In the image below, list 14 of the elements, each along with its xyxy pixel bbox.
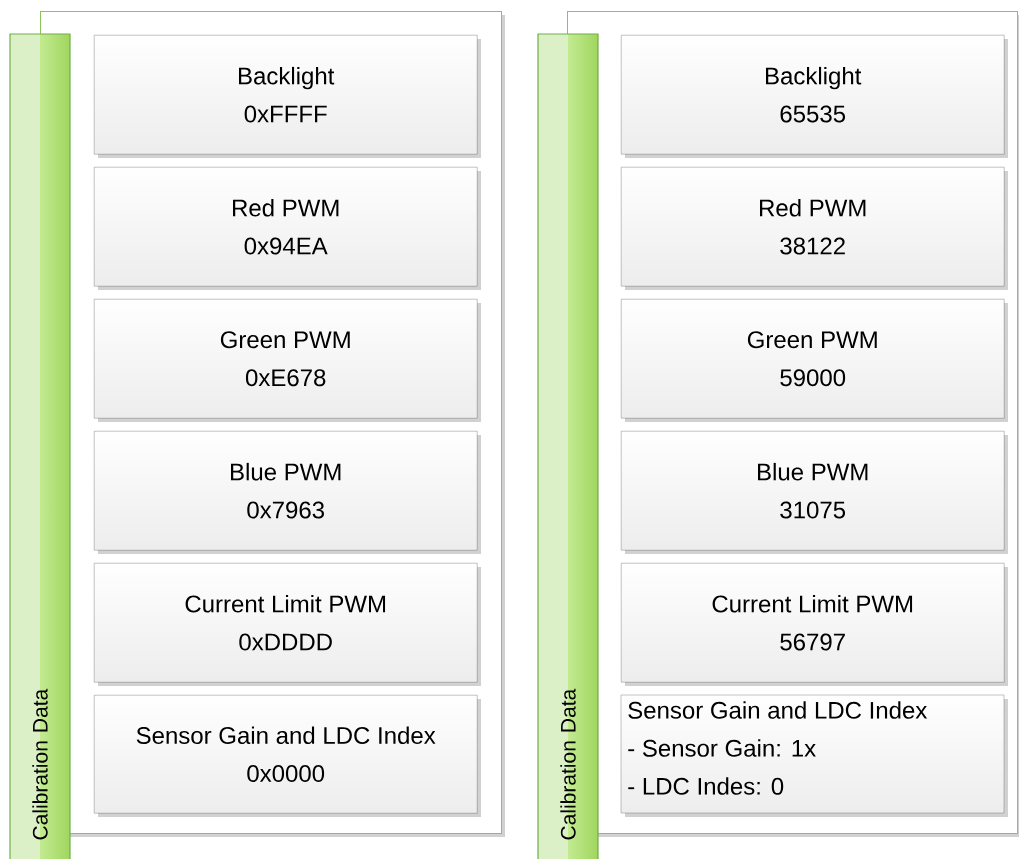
data-box: Green PWM 59000 xyxy=(621,299,1008,422)
data-box: Backlight 65535 xyxy=(621,35,1008,158)
side-bar: Calibration Data xyxy=(537,33,599,859)
data-box: Red PWM 0x94EA xyxy=(94,167,481,290)
data-box: Blue PWM 0x7963 xyxy=(94,431,481,554)
data-box: Red PWM 38122 xyxy=(621,167,1008,290)
side-bar: Calibration Data xyxy=(9,33,71,859)
data-box: Current Limit PWM 0xDDDD xyxy=(94,563,481,686)
data-box: Green PWM 0xE678 xyxy=(94,299,481,422)
data-box: Current Limit PWM 56797 xyxy=(621,563,1008,686)
data-box: Blue PWM 31075 xyxy=(621,431,1008,554)
data-box: Sensor Gain and LDC Index - Sensor Gain: 1x - LDC Indes: 0 xyxy=(620,694,1008,817)
data-box: Sensor Gain and LDC Index 0x0000 xyxy=(94,695,481,817)
data-box: Backlight 0xFFFF xyxy=(94,35,481,158)
